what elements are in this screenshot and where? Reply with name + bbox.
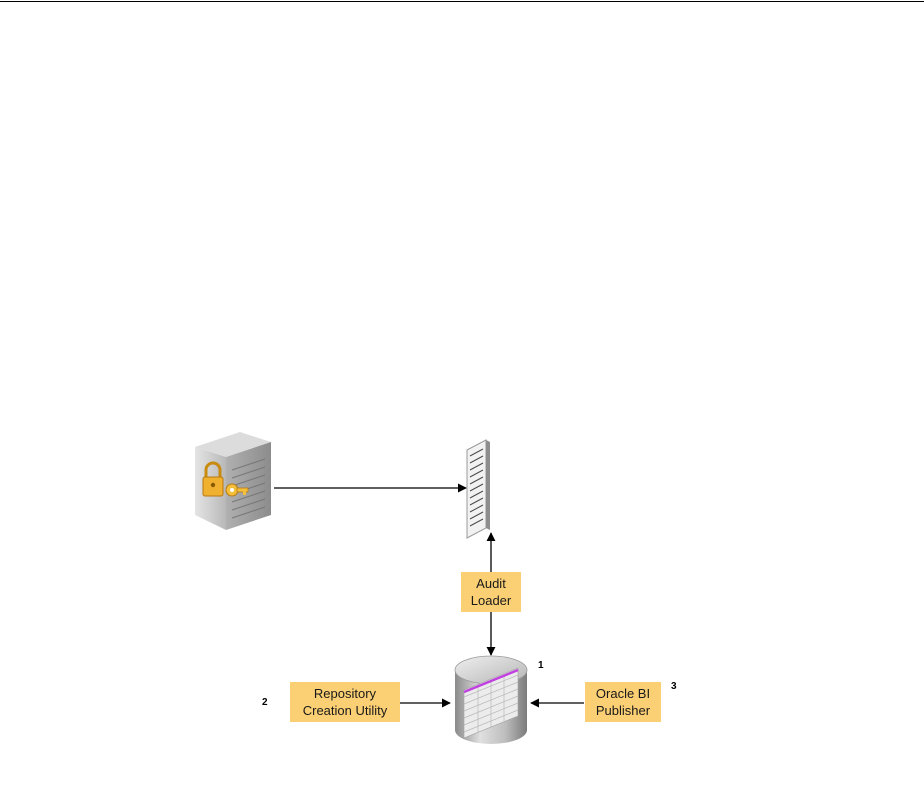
audit-loader-line-2: Loader	[470, 593, 512, 608]
secured-server-icon	[195, 432, 271, 530]
bip-line-1: Oracle BI	[595, 686, 651, 701]
key-icon	[225, 483, 249, 497]
oracle-bi-publisher-label: Oracle BI Publisher	[585, 682, 661, 722]
audit-log-file-icon	[466, 439, 490, 539]
padlock-icon	[202, 461, 224, 497]
callout-1: 1	[538, 660, 544, 671]
rcu-line-1: Repository	[313, 686, 377, 701]
audit-database-icon	[454, 655, 528, 744]
audit-loader-line-1: Audit	[476, 576, 506, 591]
top-rule	[0, 1, 924, 2]
repository-creation-utility-label: Repository Creation Utility	[290, 682, 400, 722]
callout-3: 3	[671, 681, 677, 692]
rcu-line-2: Creation Utility	[302, 703, 388, 718]
callout-2: 2	[262, 697, 268, 708]
bip-line-2: Publisher	[595, 703, 651, 718]
audit-loader-label: Audit Loader	[461, 572, 521, 612]
